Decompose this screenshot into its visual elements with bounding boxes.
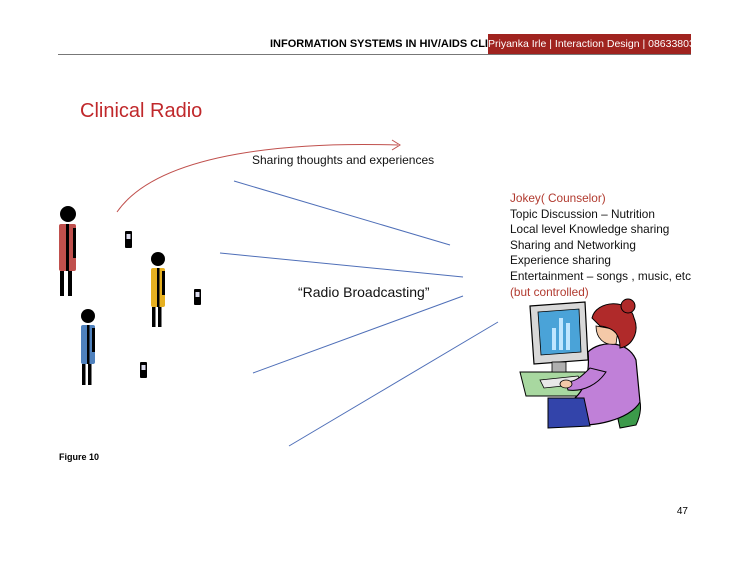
person-blue-icon xyxy=(81,309,95,385)
person-red-icon xyxy=(59,206,76,296)
broadcast-line-2 xyxy=(219,252,464,278)
sharing-caption: Sharing thoughts and experiences xyxy=(252,153,435,167)
broadcast-line-4 xyxy=(288,321,499,447)
list-item: Topic Discussion – Nutrition xyxy=(510,206,655,221)
document-title: INFORMATION SYSTEMS IN HIV/AIDS CLINIC xyxy=(270,38,507,50)
radio-broadcasting-caption: “Radio Broadcasting” xyxy=(298,284,430,300)
broadcast-line-3 xyxy=(252,295,464,374)
list-item: (but controlled) xyxy=(510,284,589,299)
counselor-topics-list: Jokey( Counselor) Topic Discussion – Nut… xyxy=(510,191,710,300)
mobile-phone-icon xyxy=(125,231,132,248)
header-divider xyxy=(58,54,691,55)
author-info-badge: Priyanka Irle | Interaction Design | 086… xyxy=(488,34,695,55)
list-item: Jokey( Counselor) xyxy=(510,191,606,205)
mobile-phone-icon xyxy=(140,362,147,378)
figure-caption: Figure 10 xyxy=(59,452,100,462)
list-item: Experience sharing xyxy=(510,253,611,268)
counselor-computer-icon xyxy=(519,298,641,429)
slide-title: Clinical Radio xyxy=(80,100,203,122)
broadcast-line-1 xyxy=(233,180,451,246)
sharing-arrow-head xyxy=(391,139,401,151)
mobile-phone-icon xyxy=(194,289,201,305)
page-number: 47 xyxy=(676,506,688,517)
sharing-arrow xyxy=(116,143,399,213)
person-yellow-icon xyxy=(151,252,165,327)
list-item: Sharing and Networking xyxy=(510,237,636,252)
list-item: Local level Knowledge sharing xyxy=(510,222,670,237)
list-item: Entertainment – songs , music, etc xyxy=(510,268,691,283)
